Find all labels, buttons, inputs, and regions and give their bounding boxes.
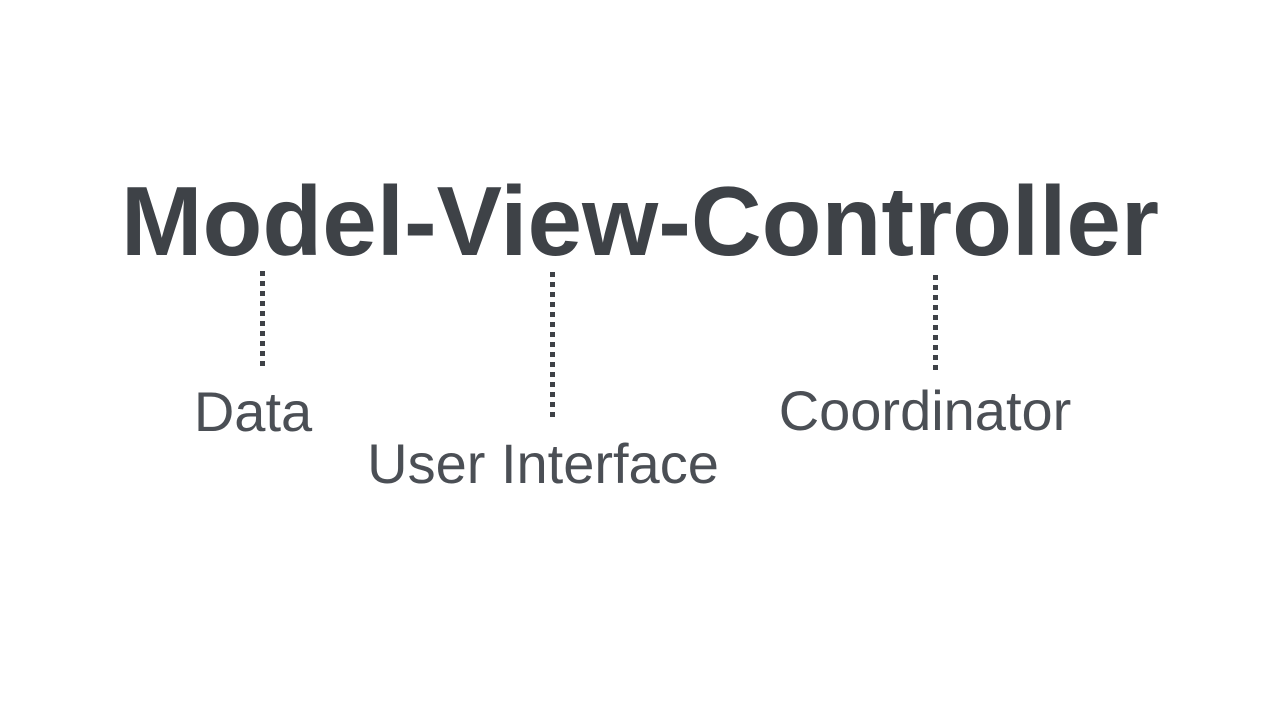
dotted-connector-controller [933, 275, 938, 370]
page-title: Model-View-Controller [120, 166, 1160, 276]
dotted-connector-model [260, 271, 265, 371]
label-model-data: Data [193, 380, 313, 443]
dotted-connector-view [550, 272, 555, 418]
label-view-user-interface: User Interface [367, 432, 719, 495]
label-controller-coordinator: Coordinator [778, 379, 1072, 442]
